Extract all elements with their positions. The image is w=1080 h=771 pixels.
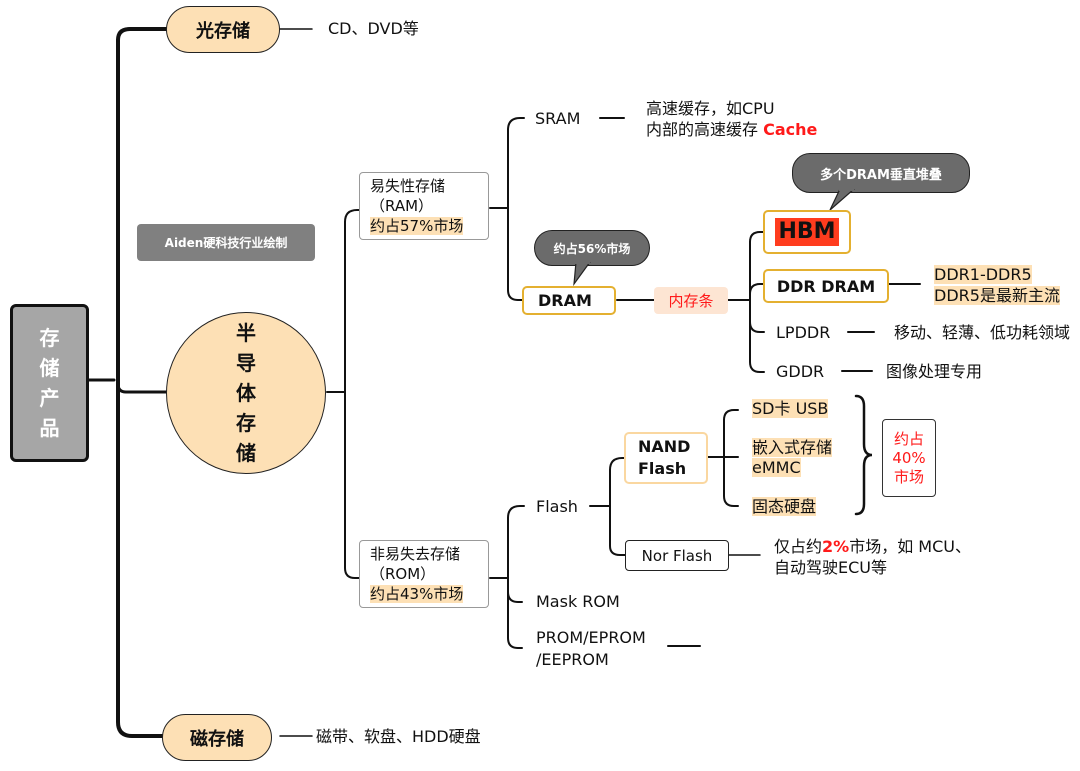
magnetic-storage-label: 磁存储 <box>190 728 244 750</box>
ram-title: 易失性存储 <box>370 177 446 195</box>
optical-storage-label: 光存储 <box>196 20 250 42</box>
ram-abbr: （RAM） <box>370 197 434 215</box>
nand-market-share-box: 约占 40% 市场 <box>882 419 936 497</box>
nand-label-line2: Flash <box>638 459 687 478</box>
nand-label-line1: NAND <box>638 437 691 456</box>
cache-highlight: Cache <box>763 120 818 139</box>
hbm-node[interactable]: HBM <box>763 210 851 254</box>
gddr-node[interactable]: GDDR <box>776 362 825 381</box>
hbm-callout-text: 多个DRAM垂直堆叠 <box>820 167 942 183</box>
sram-note: 高速缓存，如CPU 内部的高速缓存 Cache <box>646 98 817 140</box>
ddr-dram-node[interactable]: DDR DRAM <box>763 269 889 303</box>
semiconductor-char: 半 <box>236 321 256 345</box>
sram-note-line2: 内部的高速缓存 <box>646 120 764 139</box>
trunk-line <box>116 38 170 738</box>
dram-node[interactable]: DRAM <box>522 286 616 315</box>
prom-node[interactable]: PROM/EPROM /EEPROM <box>536 627 646 671</box>
dram-market-callout: 约占56%市场 <box>534 230 650 266</box>
ram-node[interactable]: 易失性存储 （RAM） 约占57%市场 <box>359 172 489 240</box>
rom-node[interactable]: 非易失去存储 （ROM） 约占43%市场 <box>359 540 489 608</box>
sram-note-line1: 高速缓存，如CPU <box>646 99 775 118</box>
ddr-dram-label: DDR DRAM <box>776 276 876 296</box>
dram-market-callout-text: 约占56%市场 <box>553 241 631 256</box>
root-char: 储 <box>39 356 60 380</box>
semiconductor-char: 储 <box>236 441 256 465</box>
optical-storage-node[interactable]: 光存储 <box>166 6 280 53</box>
nor-flash-node[interactable]: Nor Flash <box>625 540 729 571</box>
watermark-label: Aiden硬科技行业绘制 <box>137 224 315 261</box>
dram-label: DRAM <box>538 291 592 310</box>
lpddr-node[interactable]: LPDDR <box>776 323 831 342</box>
root-node-storage-products[interactable]: 存 储 产 品 <box>10 304 89 462</box>
prom-line1: PROM/EPROM <box>536 628 646 647</box>
ddr-note-line1: DDR1-DDR5 <box>934 265 1032 284</box>
root-char: 产 <box>39 386 60 410</box>
flash-node[interactable]: Flash <box>536 497 578 516</box>
ddr-note-line2: DDR5是最新主流 <box>934 286 1060 305</box>
nand-use-embedded: 嵌入式存储 eMMC <box>752 438 833 477</box>
root-char: 品 <box>39 416 60 440</box>
hbm-callout: 多个DRAM垂直堆叠 <box>792 153 970 193</box>
semiconductor-storage-node[interactable]: 半 导 体 存 储 <box>166 312 326 474</box>
optical-storage-note: CD、DVD等 <box>328 19 419 38</box>
nor-flash-note: 仅占约2%市场，如 MCU、 自动驾驶ECU等 <box>774 537 971 577</box>
nor-flash-label: Nor Flash <box>641 546 713 565</box>
trunk-top <box>116 27 170 42</box>
lpddr-note: 移动、轻薄、低功耗领域 <box>894 323 1071 342</box>
rom-abbr: （ROM） <box>370 565 436 583</box>
hbm-label: HBM <box>775 218 839 246</box>
prom-line2: /EEPROM <box>536 650 609 669</box>
sram-node[interactable]: SRAM <box>535 109 581 128</box>
nand-flash-node[interactable]: NAND Flash <box>624 432 708 484</box>
nand-use-ssd: 固态硬盘 <box>752 497 817 516</box>
gddr-note: 图像处理专用 <box>886 362 983 381</box>
rom-market-share: 约占43%市场 <box>370 585 464 603</box>
root-char: 存 <box>39 326 60 350</box>
nor-share-highlight: 2% <box>822 537 850 556</box>
dram-callout-tail <box>573 262 591 286</box>
hbm-callout-tail <box>829 189 855 211</box>
magnetic-storage-node[interactable]: 磁存储 <box>162 714 272 761</box>
semiconductor-char: 导 <box>236 351 256 375</box>
ddr-note: DDR1-DDR5 DDR5是最新主流 <box>934 264 1060 306</box>
ram-market-share: 约占57%市场 <box>370 217 464 235</box>
memory-module-node[interactable]: 内存条 <box>654 287 728 314</box>
trunk-to-semi <box>116 382 168 394</box>
curly-brace <box>854 394 873 516</box>
nand-use-sd-usb: SD卡 USB <box>752 399 829 418</box>
mask-rom-node[interactable]: Mask ROM <box>536 592 620 611</box>
rom-title: 非易失去存储 <box>370 545 461 563</box>
semiconductor-char: 存 <box>236 411 256 435</box>
magnetic-storage-note: 磁带、软盘、HDD硬盘 <box>316 727 481 746</box>
semiconductor-char: 体 <box>236 381 256 405</box>
memory-module-label: 内存条 <box>668 292 714 310</box>
